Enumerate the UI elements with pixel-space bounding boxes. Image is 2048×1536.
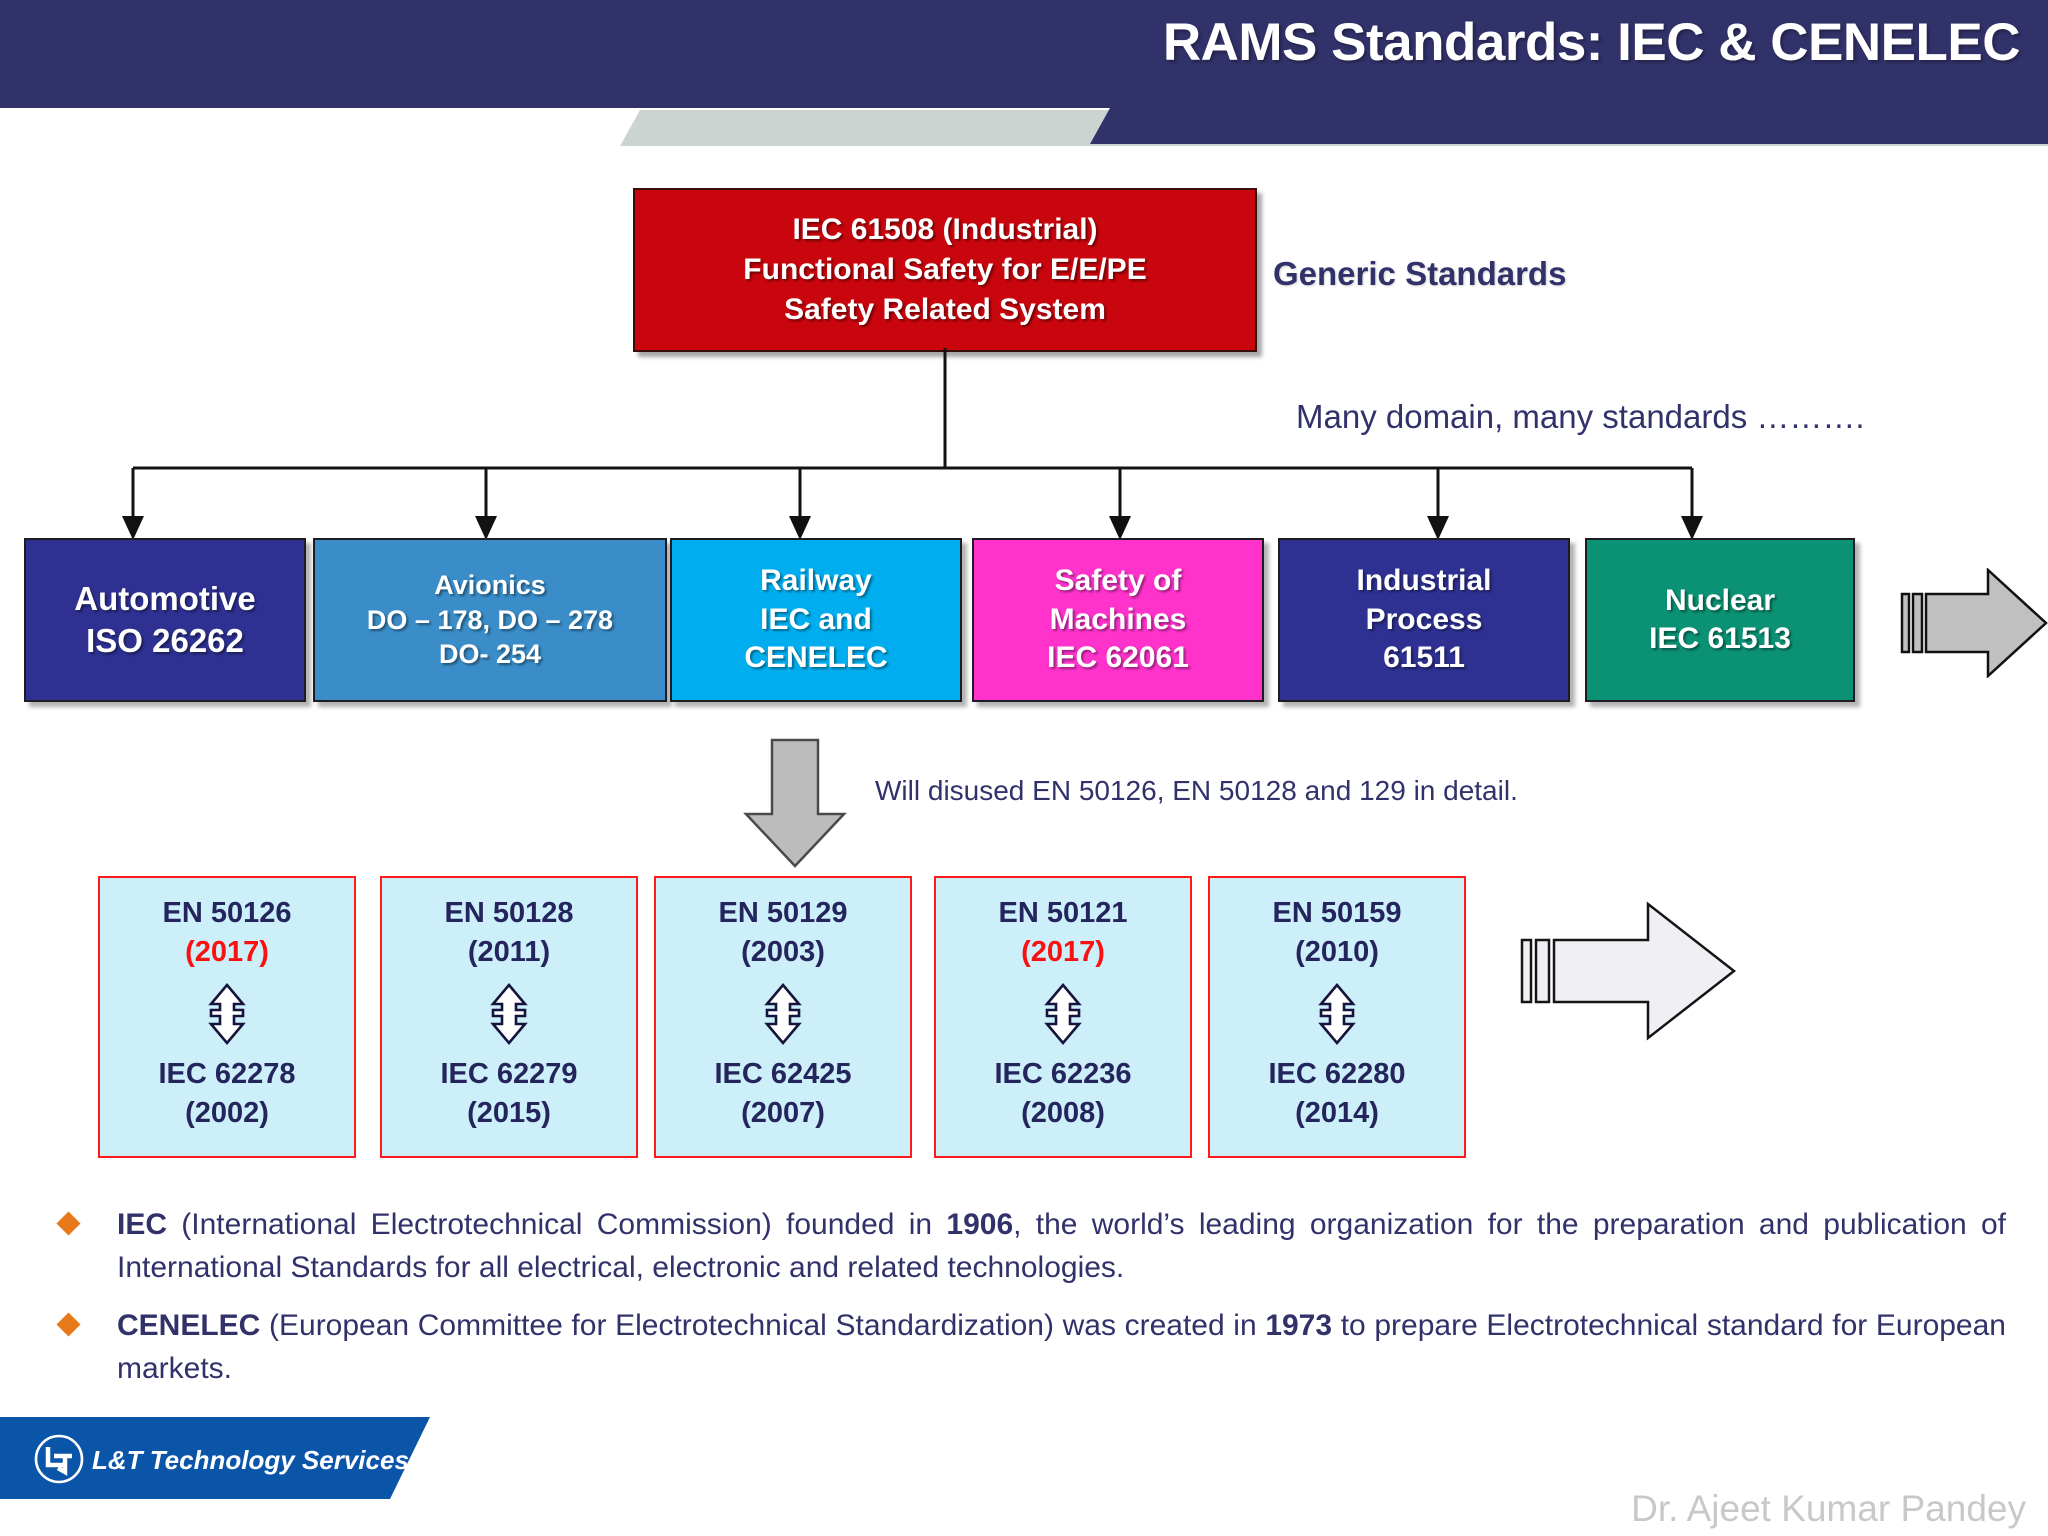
- header-accent-left: [620, 110, 1105, 146]
- domain-industrial-line1: Industrial: [1356, 564, 1492, 598]
- en-box-50121: EN 50121 (2017) IEC 62236 (2008): [934, 876, 1192, 1158]
- en-50129-year: (2003): [741, 936, 825, 969]
- domain-avionics-line2: DO – 178, DO – 278: [366, 604, 614, 635]
- domain-machines-line1: Safety of: [1054, 564, 1182, 598]
- bullet-cenelec-text: CENELEC (European Committee for Electrot…: [117, 1305, 2006, 1390]
- en-50121-iec-year: (2008): [1021, 1097, 1105, 1130]
- bullet-iec-year: 1906: [946, 1208, 1014, 1241]
- en-box-50159: EN 50159 (2010) IEC 62280 (2014): [1208, 876, 1466, 1158]
- domain-box-avionics: Avionics DO – 178, DO – 278 DO- 254: [313, 538, 667, 702]
- domain-industrial-line2: Process: [1365, 602, 1483, 636]
- domain-machines-line3: IEC 62061: [1047, 641, 1189, 675]
- domain-railway-line1: Railway: [760, 564, 872, 598]
- bullet-iec-rest-a: (International Electrotechnical Commissi…: [167, 1208, 947, 1241]
- domain-avionics-line3: DO- 254: [438, 639, 542, 670]
- domain-boxes-row: Automotive ISO 26262 Avionics DO – 178, …: [0, 538, 2048, 708]
- header-band: [0, 0, 2048, 108]
- bullet-cenelec-year: 1973: [1265, 1309, 1333, 1343]
- bullet-cenelec-rest-a: (European Committee for Electrotechnical…: [260, 1309, 1266, 1343]
- footer-brand: L&T Technology Services: [92, 1445, 409, 1475]
- en-box-50128: EN 50128 (2011) IEC 62279 (2015): [380, 876, 638, 1158]
- en-50121-iec: IEC 62236: [994, 1057, 1132, 1090]
- bullet-list: IEC (International Electrotechnical Comm…: [46, 1204, 2006, 1406]
- en-50159-iec: IEC 62280: [1268, 1057, 1406, 1090]
- iec-61508-box: IEC 61508 (Industrial) Functional Safety…: [633, 188, 1257, 352]
- domain-machines-line2: Machines: [1049, 602, 1187, 636]
- iec-61508-line1: IEC 61508 (Industrial): [792, 213, 1098, 247]
- en-50121-year: (2017): [1021, 936, 1105, 969]
- up-down-arrow-icon: [1318, 982, 1356, 1045]
- en-50159-year: (2010): [1295, 936, 1379, 969]
- domain-automotive-line1: Automotive: [74, 579, 256, 617]
- en-50128-iec-year: (2015): [467, 1097, 551, 1130]
- domain-box-railway: Railway IEC and CENELEC: [670, 538, 962, 702]
- en-50128-iec: IEC 62279: [440, 1057, 578, 1090]
- en-box-50129: EN 50129 (2003) IEC 62425 (2007): [654, 876, 912, 1158]
- iec-61508-line3: Safety Related System: [784, 292, 1106, 326]
- en-box-50126: EN 50126 (2017) IEC 62278 (2002): [98, 876, 356, 1158]
- en-50159-code: EN 50159: [1272, 897, 1402, 929]
- bullet-iec-term: IEC: [117, 1208, 168, 1241]
- en-50129-iec: IEC 62425: [714, 1057, 852, 1090]
- en-50159-iec-year: (2014): [1295, 1097, 1379, 1130]
- iec-61508-line2: Functional Safety for E/E/PE: [743, 253, 1147, 287]
- domain-box-industrial-process: Industrial Process 61511: [1278, 538, 1570, 702]
- diamond-bullet-icon: [56, 1312, 81, 1337]
- domain-railway-line3: CENELEC: [744, 641, 888, 675]
- right-arrow-en-icon: [1520, 901, 1737, 1041]
- page-title: RAMS Standards: IEC & CENELEC: [1162, 13, 2021, 72]
- domain-nuclear-line2: IEC 61513: [1649, 622, 1791, 655]
- domain-box-nuclear: Nuclear IEC 61513: [1585, 538, 1855, 702]
- domain-box-automotive: Automotive ISO 26262: [24, 538, 306, 702]
- domain-avionics-line1: Avionics: [434, 570, 546, 601]
- up-down-arrow-icon: [208, 982, 246, 1045]
- will-disused-note: Will disused EN 50126, EN 50128 and 129 …: [875, 775, 1518, 806]
- en-50128-code: EN 50128: [444, 897, 574, 929]
- tree-connectors: [122, 348, 1703, 540]
- en-boxes-row: EN 50126 (2017) IEC 62278 (2002) EN 5012…: [0, 876, 2048, 1166]
- en-50128-year: (2011): [467, 936, 551, 969]
- bullet-iec-rest-b: , the world’s leading organization for t…: [117, 1208, 2006, 1284]
- en-50126-iec-year: (2002): [185, 1097, 269, 1130]
- up-down-arrow-icon: [1044, 982, 1082, 1045]
- en-50126-year: (2017): [185, 936, 269, 969]
- domain-nuclear-line1: Nuclear: [1664, 583, 1776, 617]
- en-50126-iec: IEC 62278: [158, 1057, 296, 1090]
- en-50121-code: EN 50121: [998, 897, 1128, 929]
- bullet-cenelec-term: CENELEC: [117, 1309, 261, 1343]
- diamond-bullet-icon: [56, 1211, 81, 1236]
- up-down-arrow-icon: [764, 982, 802, 1045]
- generic-standards-label: Generic Standards: [1273, 255, 1567, 292]
- lt-logo-icon: [34, 1434, 84, 1484]
- up-down-arrow-icon: [490, 982, 528, 1045]
- bullet-item-iec: IEC (International Electrotechnical Comm…: [46, 1204, 2006, 1289]
- bullet-cenelec-rest-b: to prepare Electrotechnical standard for…: [117, 1309, 2006, 1385]
- domain-railway-line2: IEC and: [760, 602, 872, 636]
- domain-industrial-line3: 61511: [1383, 641, 1465, 675]
- author-watermark: Dr. Ajeet Kumar Pandey: [1631, 1488, 2026, 1529]
- domain-automotive-line2: ISO 26262: [86, 622, 244, 659]
- en-50126-code: EN 50126: [162, 897, 292, 929]
- en-50129-iec-year: (2007): [741, 1097, 825, 1130]
- many-domain-label: Many domain, many standards ……….: [1296, 398, 1865, 435]
- domain-box-safety-of-machines: Safety of Machines IEC 62061: [972, 538, 1264, 702]
- right-arrow-domains-icon: [1900, 568, 2048, 678]
- bullet-iec-text: IEC (International Electrotechnical Comm…: [117, 1204, 2006, 1289]
- en-50129-code: EN 50129: [718, 897, 848, 929]
- header-diagonal: [1090, 108, 2048, 144]
- down-arrow-icon: [743, 738, 847, 868]
- bullet-item-cenelec: CENELEC (European Committee for Electrot…: [46, 1305, 2006, 1390]
